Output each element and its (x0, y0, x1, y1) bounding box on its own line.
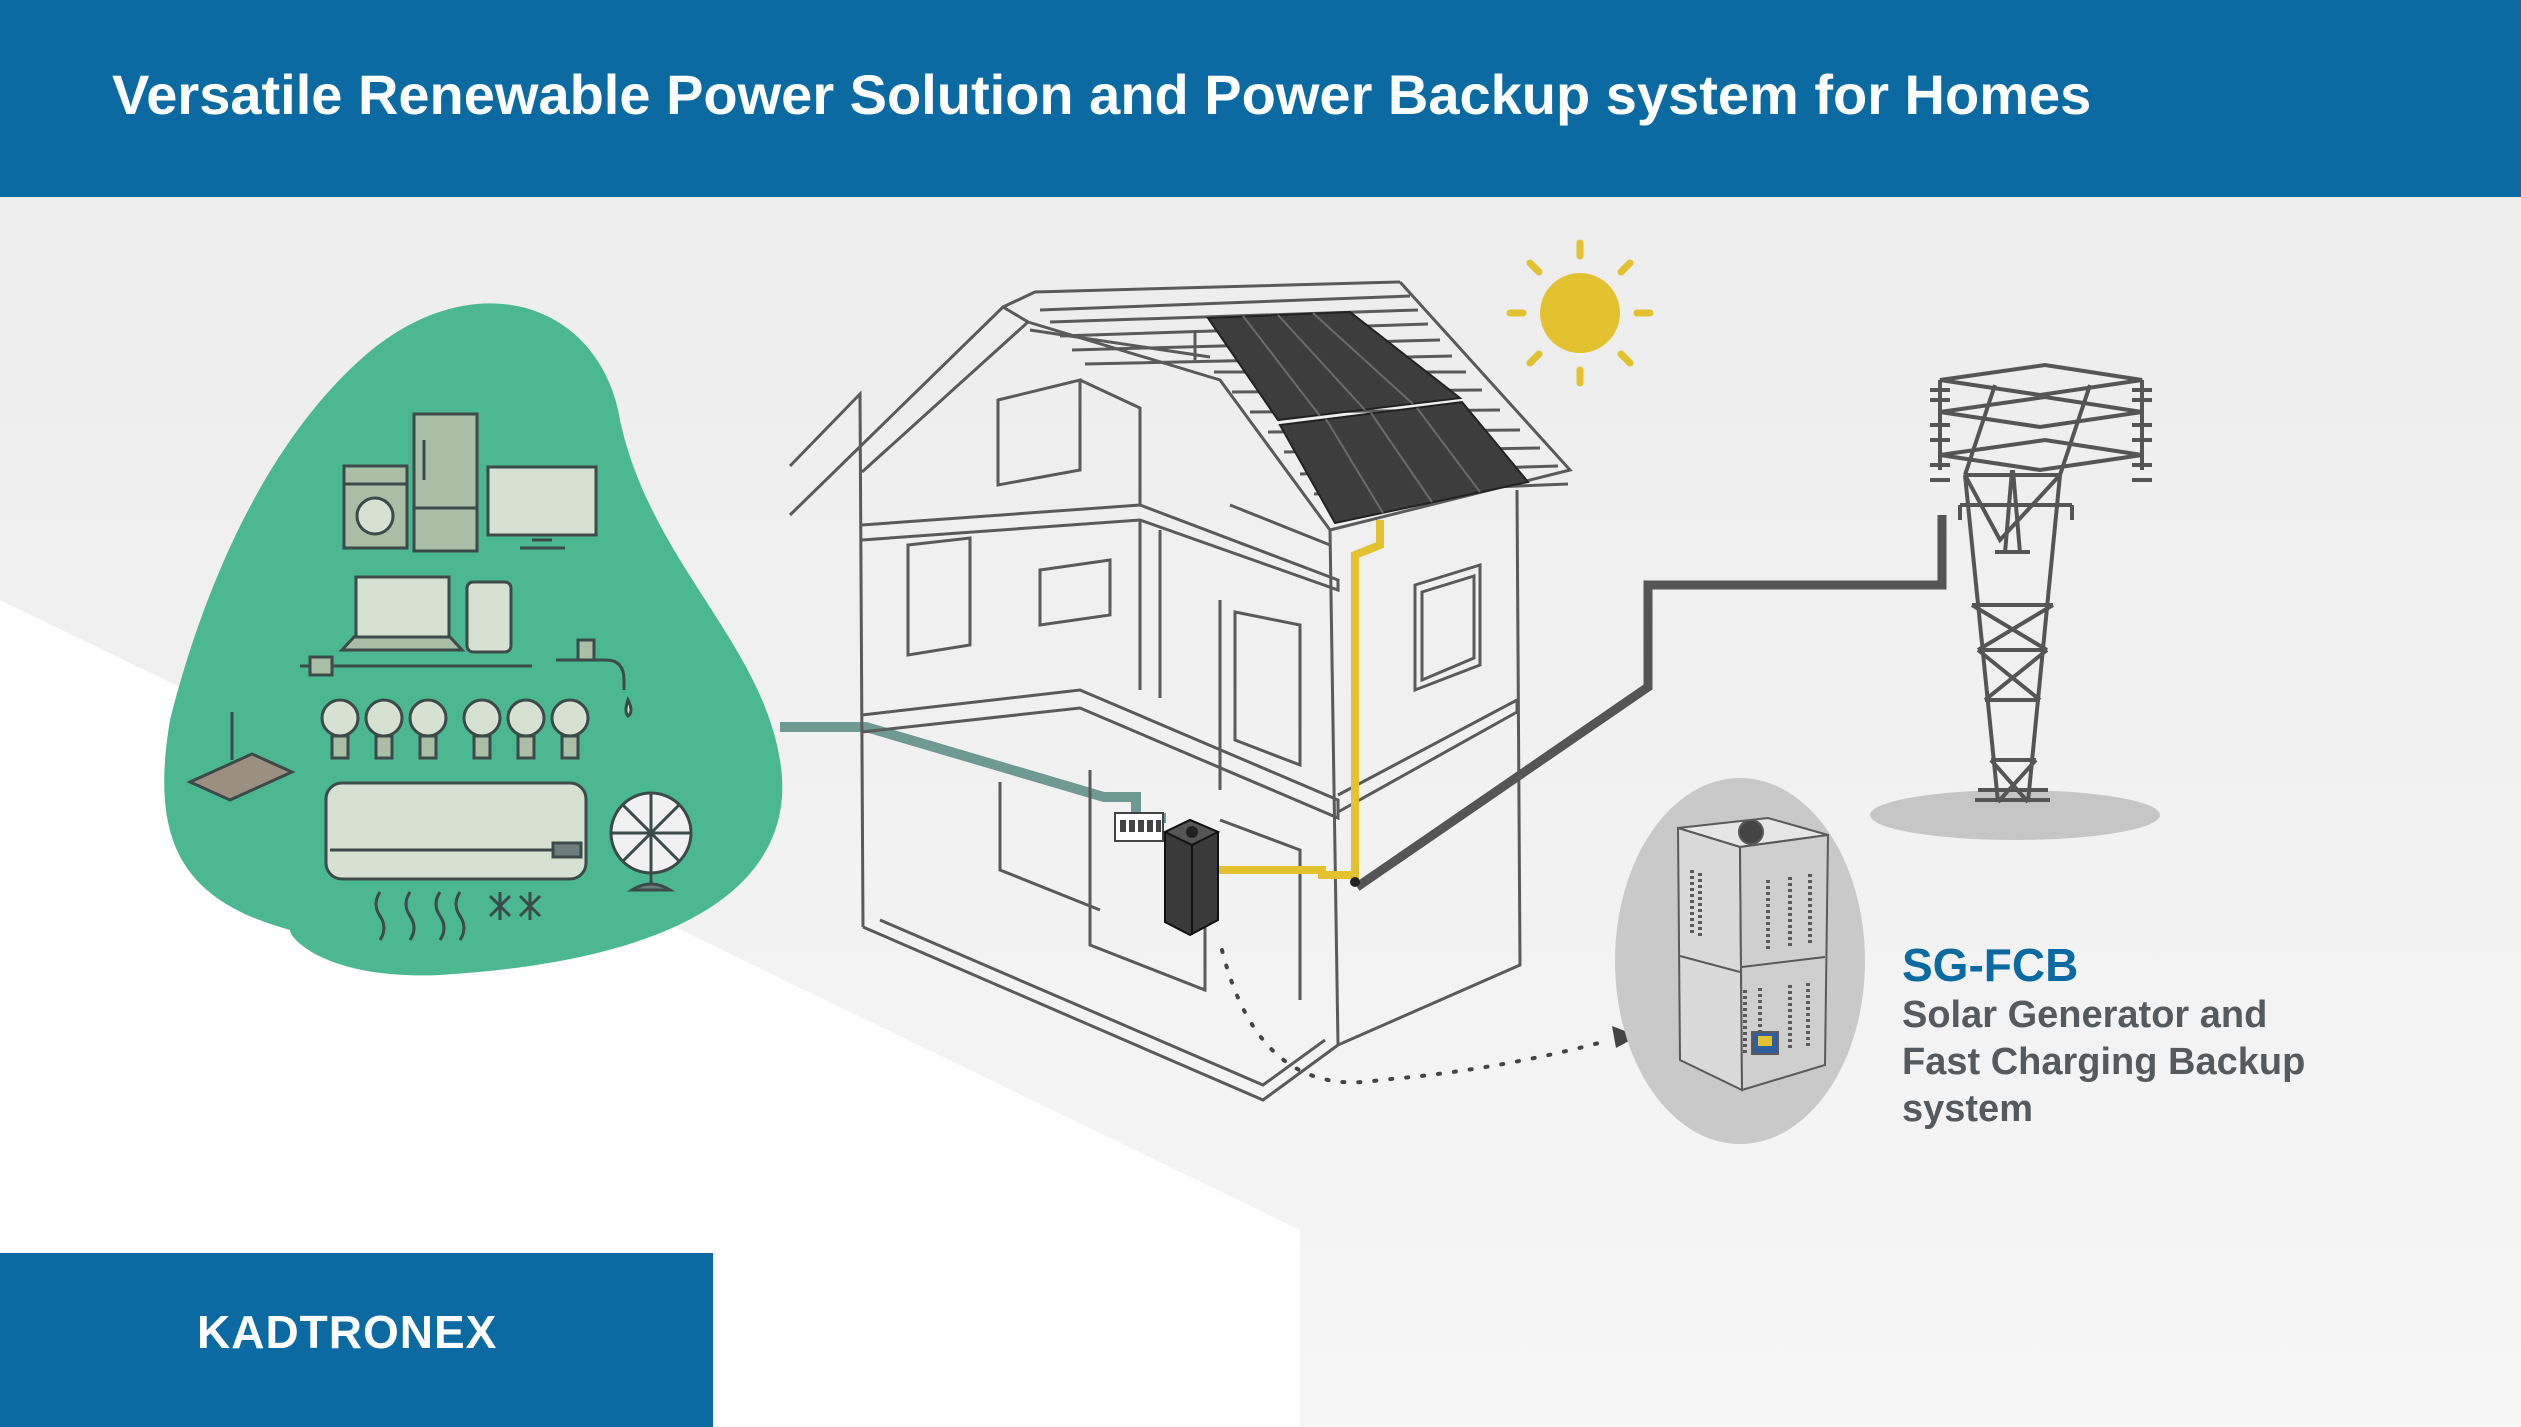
smartphone-icon (465, 580, 513, 654)
brand-name: KADTRONEX (197, 1306, 498, 1358)
header-bar: Versatile Renewable Power Solution and P… (0, 0, 2521, 197)
grid-junction (1350, 877, 1360, 887)
product-info: SG-FCB Solar Generator and Fast Charging… (1902, 938, 2462, 1133)
light-bulbs-row (320, 698, 590, 760)
product-callout-dots (1220, 948, 1612, 1085)
product-unit-icon (1676, 816, 1830, 1092)
brand-box: KADTRONEX (0, 1253, 713, 1427)
backup-unit-icon (1162, 818, 1221, 937)
laptop-icon (338, 575, 466, 652)
product-description: Solar Generator and Fast Charging Backup… (1902, 994, 2306, 1130)
page-title: Versatile Renewable Power Solution and P… (112, 63, 2092, 126)
sun-icon (1506, 239, 1654, 387)
solar-line (1218, 520, 1384, 879)
power-tower-icon (1930, 362, 2152, 804)
product-code: SG-FCB (1902, 939, 2079, 991)
washing-machine-icon (342, 464, 409, 550)
product-callout-arrow (1612, 1026, 1638, 1048)
fan-icon (609, 791, 693, 892)
water-tap-icon (556, 638, 633, 718)
light-bulb-icon (364, 698, 404, 760)
house-icon (788, 280, 1573, 1102)
diagram-stage (0, 197, 2521, 1427)
solar-panel-icon (1278, 400, 1530, 525)
light-bulb-icon (320, 698, 360, 760)
refrigerator-icon (412, 412, 479, 553)
light-bulb-icon (408, 698, 448, 760)
tower-shadow (1870, 790, 2160, 840)
light-bulb-icon (506, 698, 546, 760)
electrical-panel-icon (1114, 812, 1164, 842)
tv-icon (486, 465, 598, 550)
router-icon (186, 712, 296, 802)
solar-panel-icon (1206, 310, 1463, 422)
light-bulb-icon (462, 698, 502, 760)
grid-line (1354, 515, 1947, 891)
air-conditioner-icon (324, 781, 588, 941)
appliances-group (186, 412, 693, 941)
light-bulb-icon (550, 698, 590, 760)
